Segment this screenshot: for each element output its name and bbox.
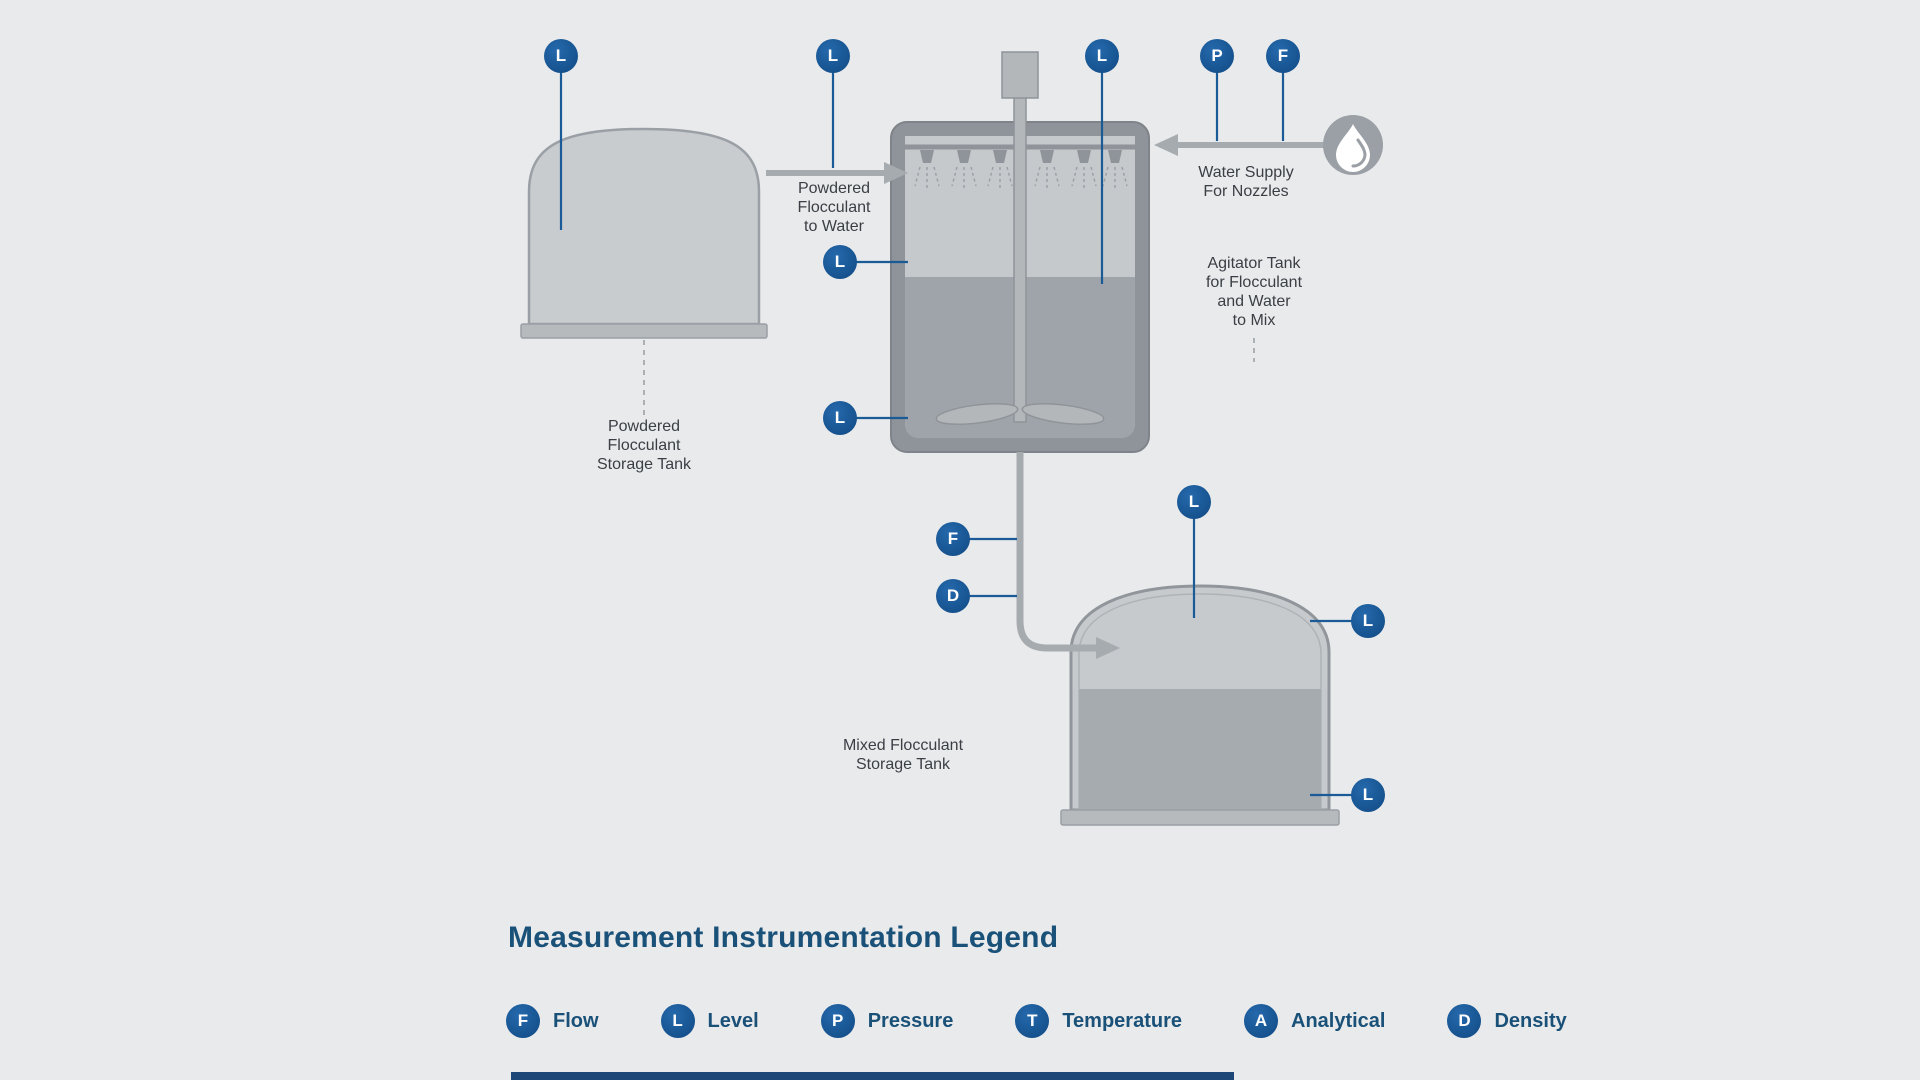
agitator-impeller <box>935 403 1105 425</box>
leader-lines <box>643 338 1255 416</box>
legend-item-label: Density <box>1494 1009 1567 1032</box>
legend-item-temperature: T Temperature <box>1015 1004 1182 1038</box>
marker-mixed-tank-low-level: L <box>1351 778 1385 812</box>
marker-agitator-top-level: L <box>1085 39 1119 73</box>
footer-accent-bar <box>511 1072 1234 1080</box>
water-drop-icon <box>1323 115 1383 175</box>
outlet-pipe <box>1016 452 1120 659</box>
density-symbol-icon: D <box>1447 1004 1482 1038</box>
analytical-symbol-icon: A <box>1244 1004 1278 1038</box>
marker-water-pressure: P <box>1200 39 1234 73</box>
label-mixed-tank: Mixed Flocculant Storage Tank <box>842 737 964 773</box>
powder-transfer-arrow <box>766 162 908 184</box>
legend-item-label: Temperature <box>1062 1009 1182 1032</box>
label-water-supply: Water Supply For Nozzles <box>1198 164 1294 200</box>
mixed-flocculant-tank <box>1060 584 1340 826</box>
powdered-flocculant-tank <box>520 127 768 339</box>
label-flocculant-to-water: Powdered Flocculant to Water <box>797 180 871 235</box>
label-powdered-tank: Powdered Flocculant Storage Tank <box>597 418 691 473</box>
legend-item-density: D Density <box>1447 1004 1567 1038</box>
temperature-symbol-icon: T <box>1015 1004 1050 1038</box>
marker-outlet-density: D <box>936 579 970 613</box>
mixed-tank-inner-rim <box>1078 593 1322 811</box>
agitator-shaft <box>1013 95 1027 423</box>
legend-item-analytical: A Analytical <box>1244 1004 1385 1038</box>
level-symbol-icon: L <box>660 1004 695 1038</box>
legend-item-pressure: P Pressure <box>820 1004 954 1038</box>
marker-mixed-tank-high-level: L <box>1351 604 1385 638</box>
legend-item-flow: F Flow <box>506 1004 599 1038</box>
legend-title: Measurement Instrumentation Legend <box>508 921 1059 954</box>
legend-item-label: Analytical <box>1291 1009 1386 1032</box>
marker-agitator-low-level: L <box>823 401 857 435</box>
marker-dosing-line-level: L <box>816 39 850 73</box>
flow-symbol-icon: F <box>506 1004 540 1038</box>
marker-powdered-tank-level: L <box>544 39 578 73</box>
agitator-motor <box>1001 51 1039 99</box>
pressure-symbol-icon: P <box>820 1004 855 1038</box>
legend-item-label: Flow <box>553 1009 599 1032</box>
mixed-tank-base <box>1060 809 1340 826</box>
legend-item-label: Pressure <box>867 1009 954 1032</box>
powdered-tank-body <box>527 127 761 326</box>
mixed-tank-liquid <box>1079 689 1321 810</box>
agitator-tank <box>890 51 1150 453</box>
legend-item-level: L Level <box>660 1004 759 1038</box>
marker-outlet-flow: F <box>936 522 970 556</box>
legend-item-label: Level <box>707 1009 759 1032</box>
water-supply-line <box>1154 134 1324 156</box>
legend-row: F Flow L Level P Pressure T Temperature … <box>506 1004 1567 1038</box>
spray-nozzles <box>920 150 1122 163</box>
label-agitator-tank: Agitator Tank for Flocculant and Water t… <box>1205 255 1303 329</box>
marker-water-flow: F <box>1266 39 1300 73</box>
marker-agitator-mid-level: L <box>823 245 857 279</box>
instrument-connectors <box>559 70 1353 797</box>
powdered-tank-base <box>520 323 768 339</box>
agitator-assembly <box>935 51 1105 425</box>
marker-mixed-tank-top-level: L <box>1177 485 1211 519</box>
